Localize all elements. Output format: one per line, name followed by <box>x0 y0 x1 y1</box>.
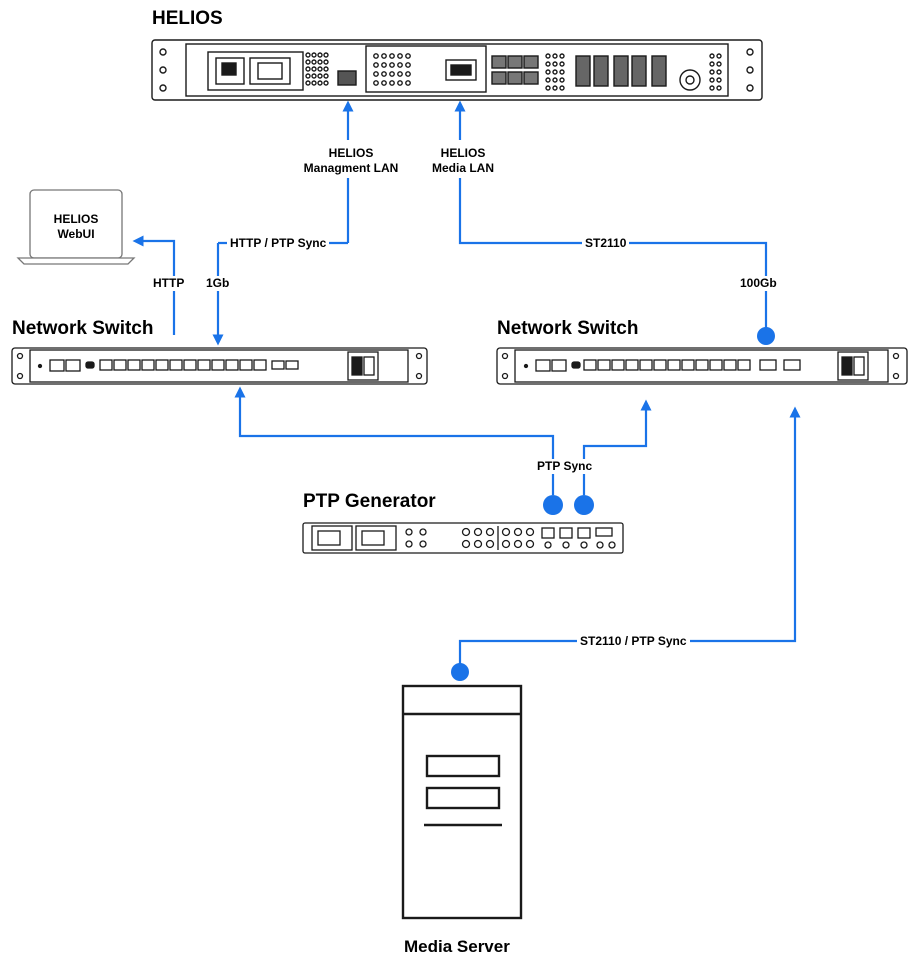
onegb-label: 1Gb <box>203 276 233 291</box>
switch-left-title: Network Switch <box>12 318 154 339</box>
link-endpoints <box>451 327 775 681</box>
helios-vent-left <box>305 52 329 86</box>
ptp-generator-device <box>302 522 624 554</box>
ptp-generator-title: PTP Generator <box>303 491 436 512</box>
switch-right-device <box>496 347 908 385</box>
media-server-device <box>401 684 523 920</box>
link-http <box>132 235 176 335</box>
switch-left-ports <box>99 359 267 371</box>
media-lan-label: HELIOS Media LAN <box>428 146 498 176</box>
laptop-icon <box>16 189 136 265</box>
http-label: HTTP <box>150 276 188 291</box>
switch-right-title: Network Switch <box>497 318 639 339</box>
endpoint-media-server <box>451 663 469 681</box>
st2110-ptp-label: ST2110 / PTP Sync <box>577 634 690 649</box>
helios-device <box>151 39 763 101</box>
ptp-sync-label: PTP Sync <box>534 459 596 474</box>
links <box>132 106 801 665</box>
mgmt-lan-label: HELIOS Managment LAN <box>290 146 412 176</box>
hundredgb-label: 100Gb <box>737 276 780 291</box>
link-right-ptp <box>582 399 652 495</box>
media-server-title: Media Server <box>404 937 510 956</box>
webui-label: HELIOS WebUI <box>53 212 99 241</box>
ptp-bnc-block <box>461 526 535 550</box>
helios-title: HELIOS <box>152 8 223 29</box>
endpoint-ptp-2 <box>574 495 594 515</box>
st2110-label: ST2110 <box>582 236 630 251</box>
link-left-ptp <box>234 386 555 495</box>
link-media-lan <box>460 106 768 330</box>
switch-left-device <box>11 347 428 385</box>
helios-vent-mid <box>373 53 411 86</box>
endpoint-ptp-1 <box>543 495 563 515</box>
switch-right-ports <box>583 359 751 371</box>
endpoint-100gb <box>757 327 775 345</box>
http-ptp-label: HTTP / PTP Sync <box>227 236 330 251</box>
helios-vent-right <box>545 53 565 91</box>
